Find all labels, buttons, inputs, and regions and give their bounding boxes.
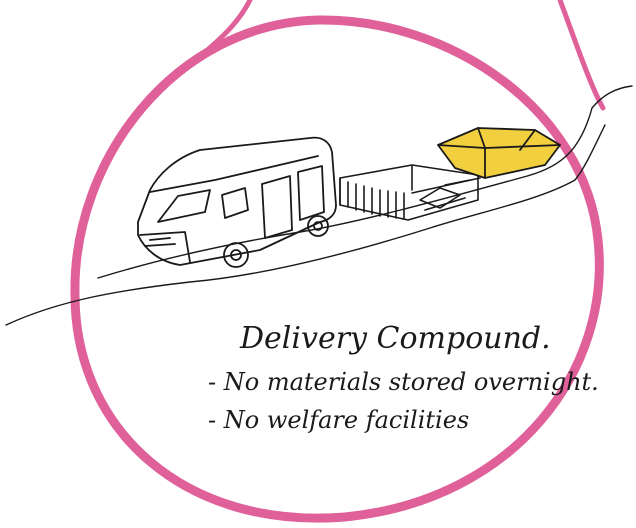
yellow-skip-icon [437, 127, 561, 179]
callout-pointer [202, 0, 606, 111]
open-storage-crate-icon [339, 164, 481, 221]
annotation-note: - No materials stored overnight. [208, 368, 599, 396]
highlight-circle [70, 15, 604, 523]
annotation-note: - No welfare facilities [208, 406, 469, 434]
van-icon [137, 136, 337, 268]
annotation: Delivery Compound. - No materials stored… [208, 321, 599, 434]
annotation-title: Delivery Compound. [239, 321, 551, 356]
ground-lines [5, 85, 633, 326]
